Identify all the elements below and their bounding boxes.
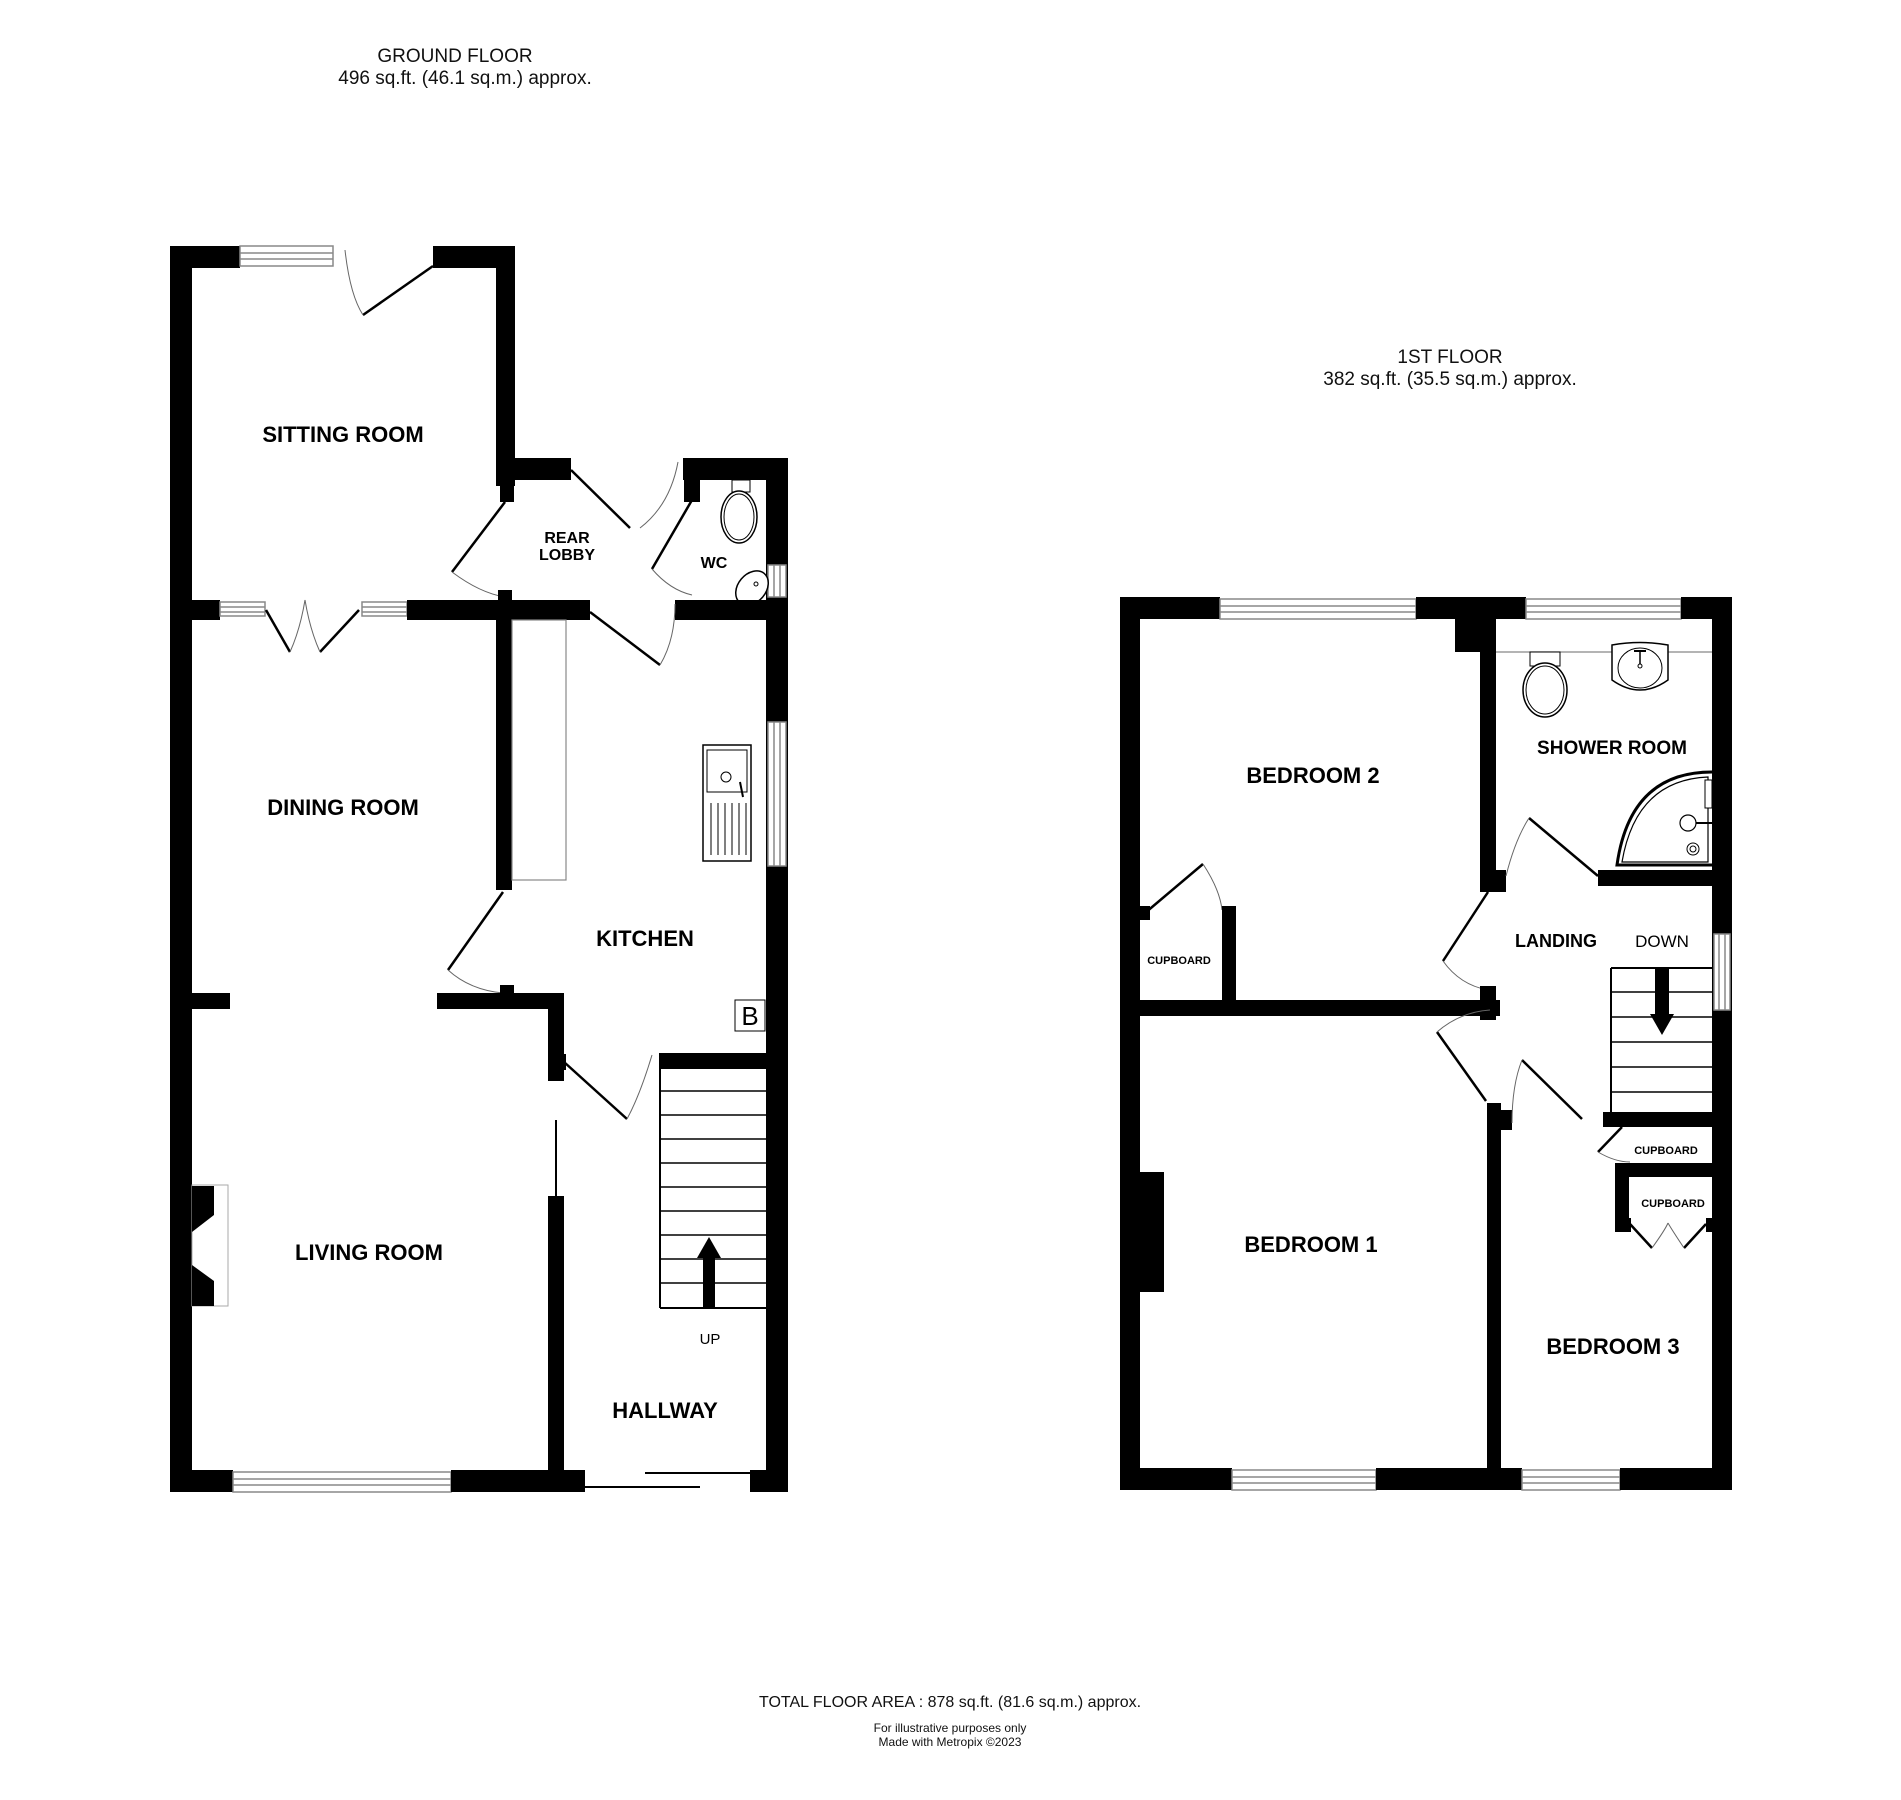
ground-floor-plan: B bbox=[170, 245, 788, 1493]
window bbox=[361, 601, 408, 617]
credit: Made with Metropix ©2023 bbox=[878, 1735, 1022, 1749]
sink-icon bbox=[702, 744, 752, 862]
window bbox=[232, 1471, 452, 1493]
room-label-living-room: LIVING ROOM bbox=[295, 1240, 443, 1265]
window bbox=[1521, 1469, 1621, 1491]
window bbox=[767, 564, 787, 598]
window bbox=[239, 245, 334, 267]
ground-floor-area: 496 sq.ft. (46.1 sq.m.) approx. bbox=[338, 68, 592, 89]
window bbox=[1231, 1469, 1377, 1491]
room-label-landing: LANDING bbox=[1515, 931, 1597, 951]
room-label-sitting-room: SITTING ROOM bbox=[262, 422, 423, 447]
fireplace-icon bbox=[191, 1184, 229, 1307]
staircase bbox=[1603, 967, 1712, 1127]
room-label-shower-room: SHOWER ROOM bbox=[1537, 738, 1687, 759]
room-label-bedroom-1: BEDROOM 1 bbox=[1244, 1232, 1377, 1257]
room-label-bedroom-3: BEDROOM 3 bbox=[1546, 1334, 1679, 1359]
basin-icon bbox=[1611, 641, 1669, 691]
room-label-rear-lobby-2: LOBBY bbox=[539, 547, 595, 564]
window bbox=[219, 601, 266, 617]
toilet-icon bbox=[720, 479, 758, 544]
room-label-wc: WC bbox=[701, 555, 728, 572]
window bbox=[1525, 598, 1682, 620]
first-floor-title: 1ST FLOOR bbox=[1397, 347, 1503, 368]
room-label-cupboard-bed2: CUPBOARD bbox=[1147, 955, 1211, 967]
room-label-rear-lobby-1: REAR bbox=[544, 530, 590, 547]
total-floor-area: TOTAL FLOOR AREA : 878 sq.ft. (81.6 sq.m… bbox=[758, 1694, 1142, 1711]
ground-floor-header: GROUND FLOOR 496 sq.ft. (46.1 sq.m.) app… bbox=[280, 46, 640, 90]
first-floor-area: 382 sq.ft. (35.5 sq.m.) approx. bbox=[1323, 369, 1577, 390]
disclaimer: For illustrative purposes only bbox=[873, 1721, 1027, 1735]
stairs-down-label: DOWN bbox=[1635, 932, 1689, 951]
room-label-kitchen: KITCHEN bbox=[596, 926, 694, 951]
boiler-label: B bbox=[741, 1001, 758, 1031]
arrow-down-icon bbox=[1650, 968, 1674, 1035]
window bbox=[1219, 598, 1417, 620]
room-label-dining-room: DINING ROOM bbox=[267, 795, 419, 820]
shower-icon bbox=[1615, 770, 1713, 867]
window bbox=[1713, 933, 1731, 1011]
room-label-hallway: HALLWAY bbox=[612, 1398, 718, 1423]
window bbox=[767, 721, 787, 867]
staircase bbox=[659, 1053, 766, 1309]
arrow-up-icon bbox=[697, 1237, 721, 1307]
boiler-icon: B bbox=[734, 999, 766, 1032]
first-floor-header: 1ST FLOOR 382 sq.ft. (35.5 sq.m.) approx… bbox=[1250, 347, 1650, 391]
room-label-bedroom-2: BEDROOM 2 bbox=[1246, 763, 1379, 788]
room-label-cupboard-bed3: CUPBOARD bbox=[1641, 1198, 1705, 1210]
ground-floor-title: GROUND FLOOR bbox=[377, 46, 533, 67]
stairs-up-label: UP bbox=[700, 1331, 721, 1348]
room-label-cupboard-landing: CUPBOARD bbox=[1634, 1145, 1698, 1157]
first-floor-plan: CUPBOARD DOWN bbox=[1120, 597, 1732, 1491]
footer: TOTAL FLOOR AREA : 878 sq.ft. (81.6 sq.m… bbox=[700, 1693, 1200, 1749]
toilet-icon bbox=[1522, 651, 1568, 718]
